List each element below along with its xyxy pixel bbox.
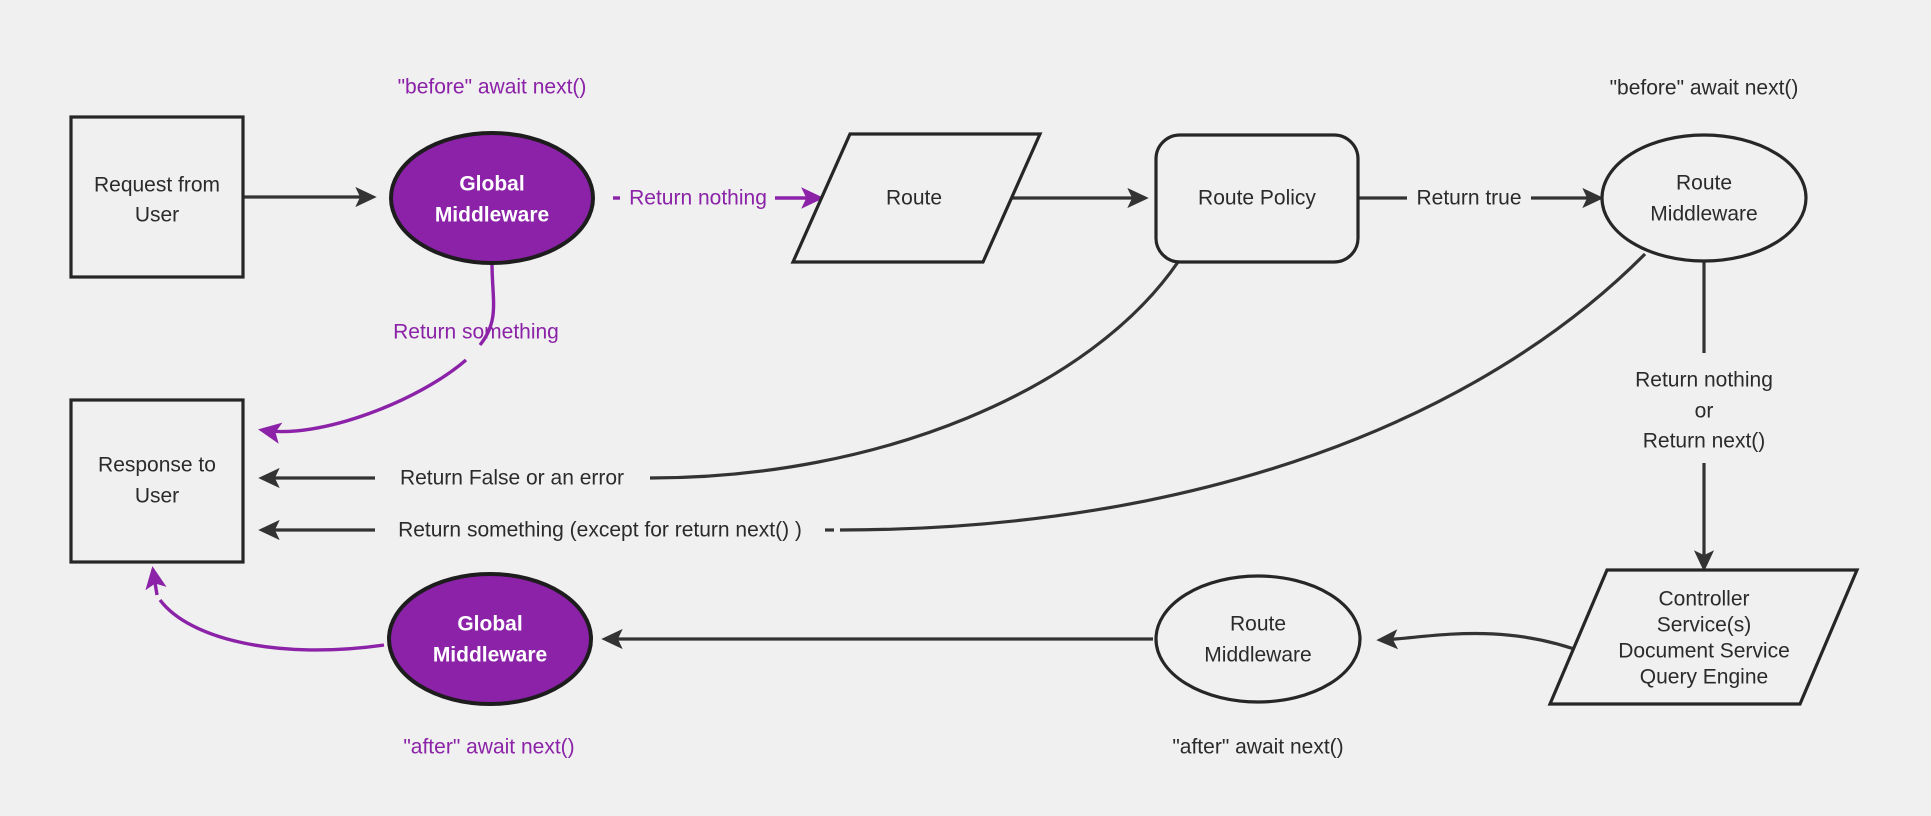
edge-route-policy-to-response: Return False or an error	[258, 261, 1180, 490]
global-middleware-bottom-ellipse	[387, 572, 593, 706]
edge-label-return-false-or-error: Return False or an error	[400, 467, 624, 490]
edge-label-return-something: Return something	[393, 321, 559, 344]
edge-global-middleware-bottom-to-response	[145, 566, 385, 652]
response-to-user-rect	[69, 398, 245, 564]
controller-service-label-line1: Controller	[1658, 588, 1749, 611]
node-route-middleware-top[interactable]: Route Middleware	[1600, 133, 1808, 263]
global-middleware-top-ellipse	[389, 131, 595, 265]
edge-label-return-next-line: Return next()	[1643, 430, 1766, 453]
node-route-policy[interactable]: Route Policy	[1154, 133, 1360, 264]
global-middleware-top-label-line1: Global	[459, 173, 524, 196]
annotation-after-await-next-global: "after" await next()	[403, 736, 574, 759]
route-parallelogram	[790, 132, 1043, 264]
node-request-from-user[interactable]: Request from User	[69, 115, 245, 279]
controller-service-label-line2: Service(s)	[1657, 614, 1752, 637]
edge-label-or-line: or	[1695, 400, 1714, 423]
route-policy-label: Route Policy	[1198, 187, 1316, 210]
node-response-to-user[interactable]: Response to User	[69, 398, 245, 564]
node-controller-service[interactable]: Controller Service(s) Document Service Q…	[1547, 568, 1860, 706]
node-global-middleware-bottom[interactable]: Global Middleware	[387, 572, 593, 706]
controller-service-label-line3: Document Service	[1618, 640, 1790, 663]
annotation-after-await-next-route: "after" await next()	[1172, 736, 1343, 759]
controller-service-label-line4: Query Engine	[1640, 666, 1768, 689]
edge-global-middleware-to-response: Return something	[258, 262, 559, 444]
route-middleware-top-ellipse	[1600, 133, 1808, 263]
route-middleware-bottom-label-line2: Middleware	[1204, 644, 1311, 667]
request-from-user-label-line2: User	[135, 204, 179, 227]
edge-label-return-true: Return true	[1416, 187, 1521, 210]
route-middleware-top-label-line1: Route	[1676, 172, 1732, 195]
annotation-before-await-next-route: "before" await next()	[1610, 77, 1799, 100]
route-middleware-bottom-ellipse	[1154, 574, 1362, 704]
response-to-user-label-line1: Response to	[98, 454, 216, 477]
annotation-before-await-next-global: "before" await next()	[398, 76, 587, 99]
route-middleware-bottom-label-line1: Route	[1230, 613, 1286, 636]
global-middleware-top-label-line2: Middleware	[435, 204, 549, 227]
global-middleware-bottom-label-line1: Global	[457, 613, 522, 636]
route-middleware-top-label-line2: Middleware	[1650, 203, 1757, 226]
controller-service-parallelogram	[1547, 568, 1860, 706]
route-policy-rect	[1154, 133, 1360, 264]
edge-global-middleware-to-route: Return nothing	[613, 187, 824, 210]
global-middleware-bottom-label-line2: Middleware	[433, 644, 547, 667]
edge-route-middleware-to-response: Return something (except for return next…	[258, 252, 1647, 542]
edge-route-middleware-to-controller: Return nothing or Return next()	[1635, 261, 1773, 572]
edge-label-return-nothing: Return nothing	[629, 187, 767, 210]
node-route[interactable]: Route	[790, 132, 1043, 264]
edge-label-return-nothing-line: Return nothing	[1635, 369, 1773, 392]
request-from-user-label-line1: Request from	[94, 174, 220, 197]
node-global-middleware-top[interactable]: Global Middleware	[389, 131, 595, 265]
request-from-user-rect	[69, 115, 245, 279]
response-to-user-label-line2: User	[135, 485, 179, 508]
node-route-middleware-bottom[interactable]: Route Middleware	[1154, 574, 1362, 704]
route-label: Route	[886, 187, 942, 210]
edge-route-policy-to-route-middleware: Return true	[1358, 187, 1604, 210]
edge-label-return-something-except-next: Return something (except for return next…	[398, 519, 802, 542]
edge-controller-to-route-middleware-bottom	[1376, 629, 1589, 656]
